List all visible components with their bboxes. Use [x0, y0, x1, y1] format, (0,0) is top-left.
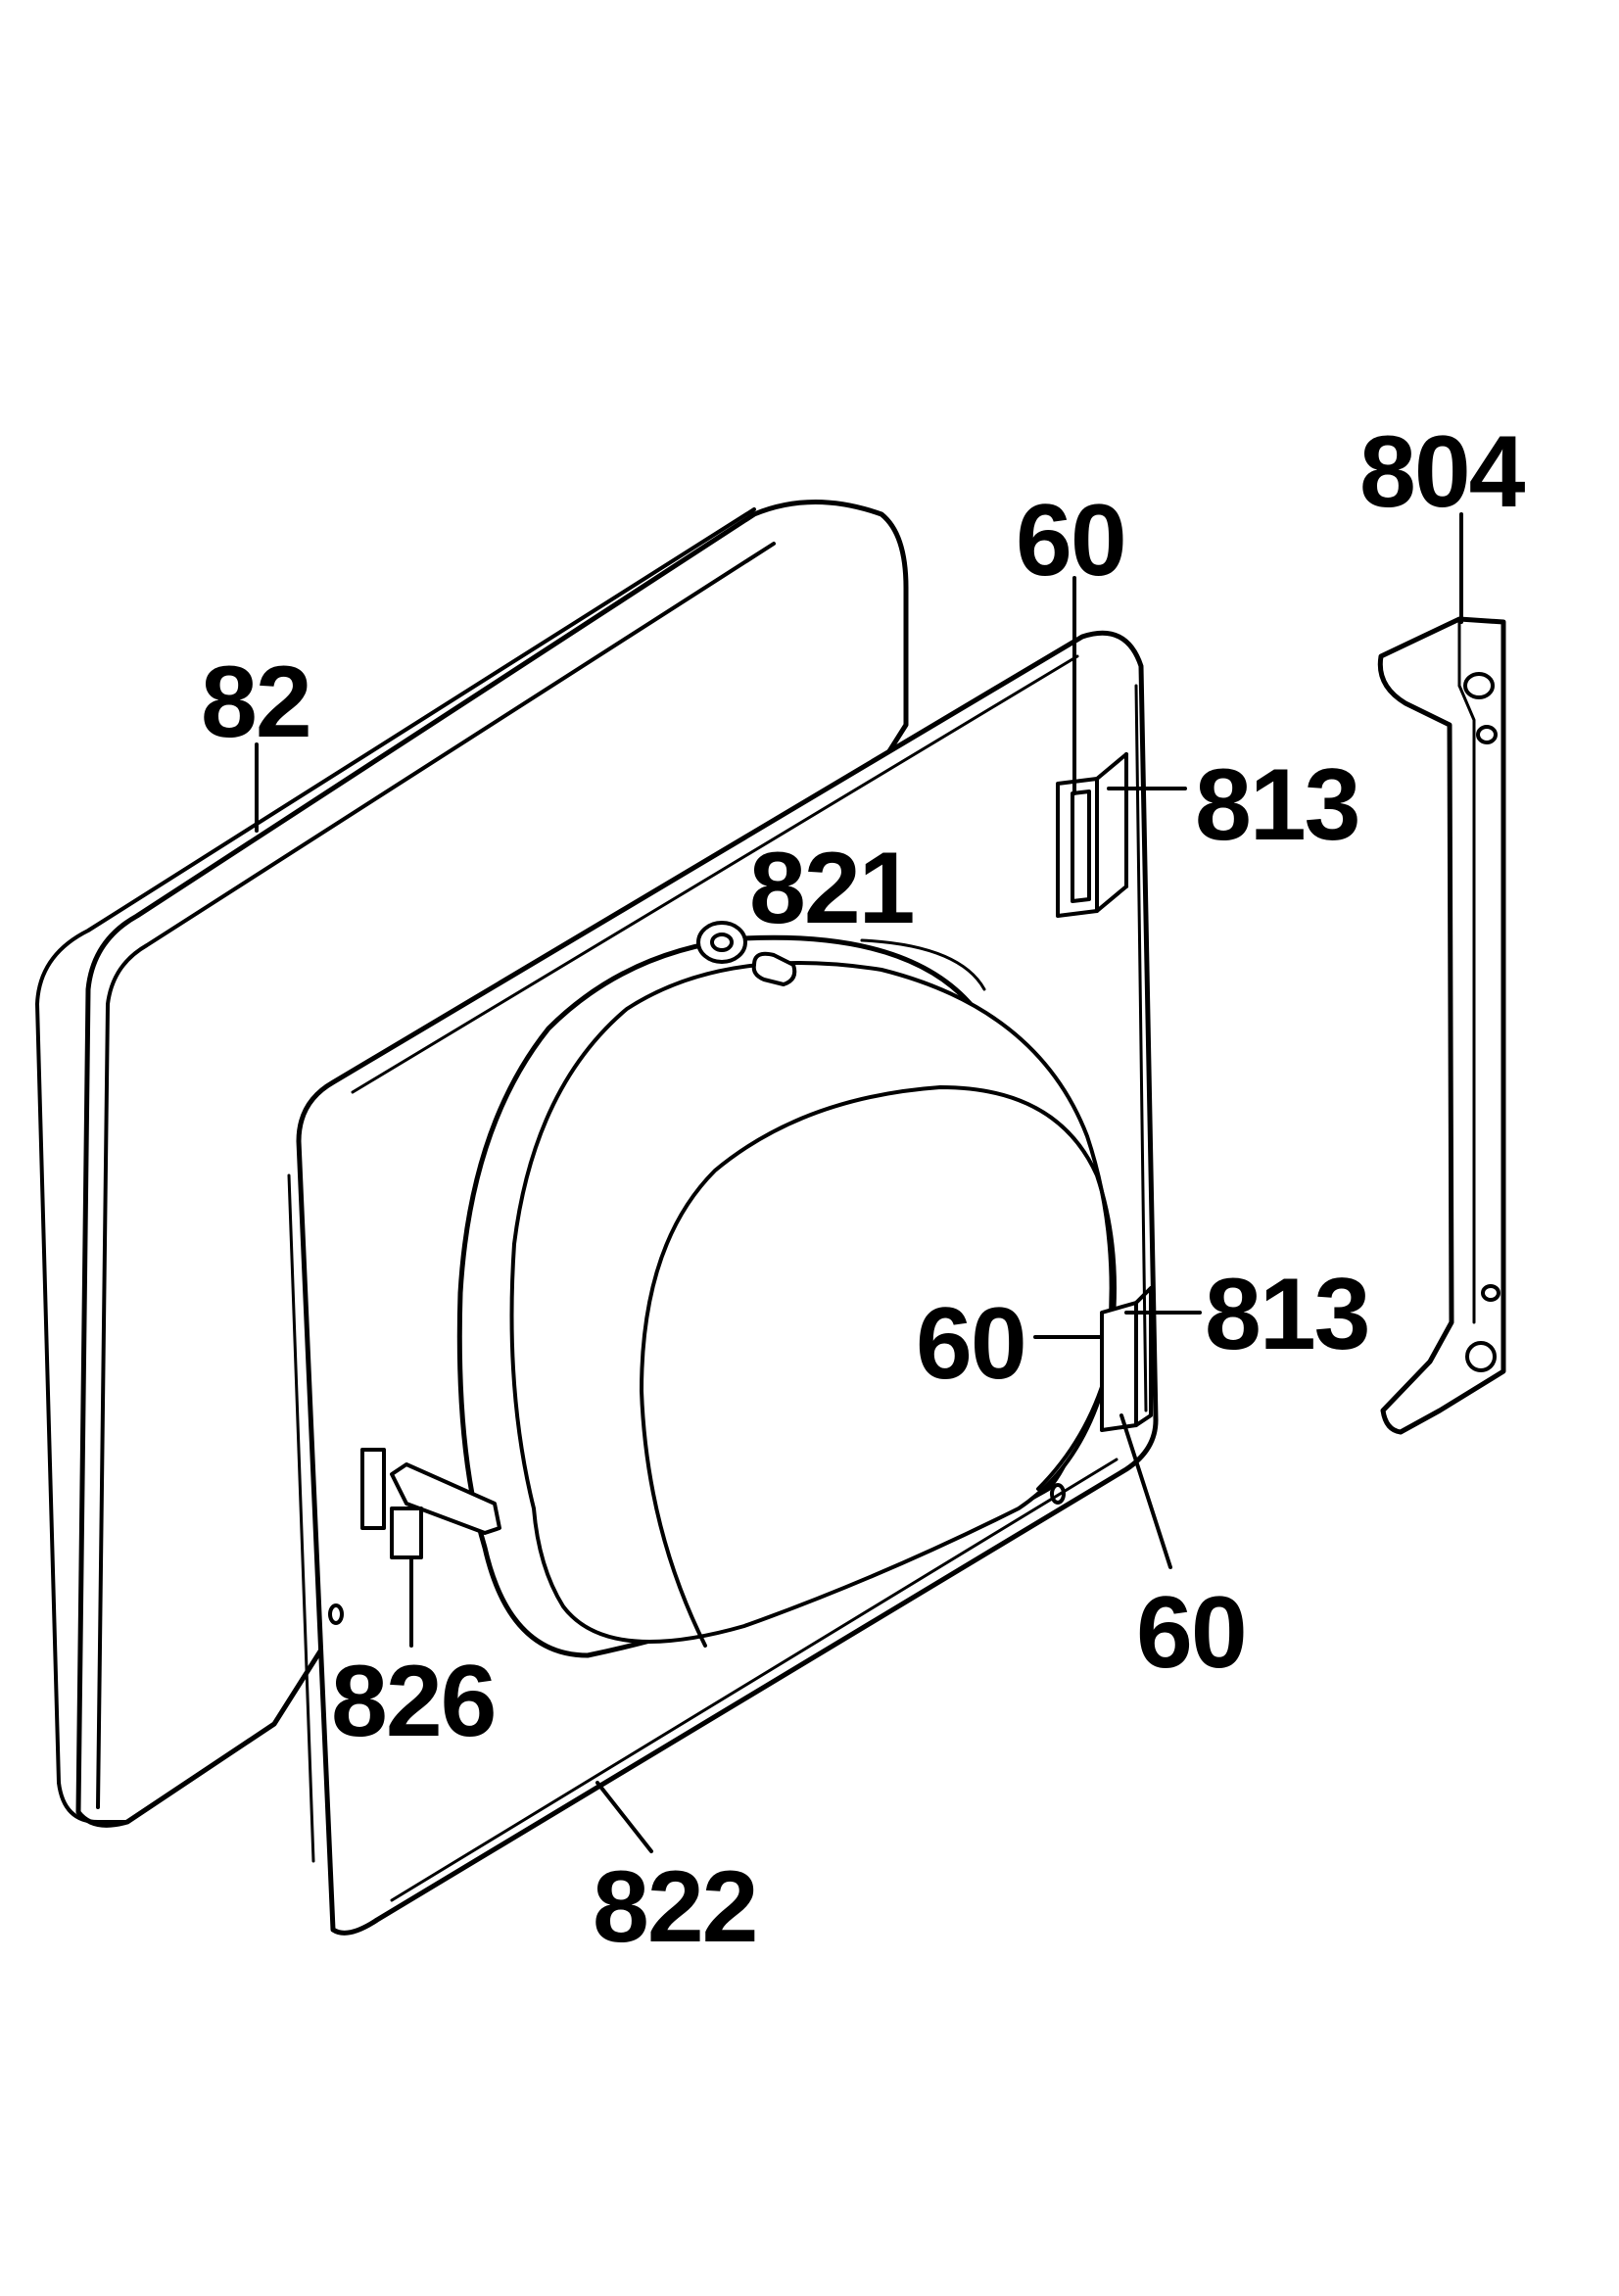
hinge-bracket — [1377, 616, 1506, 1435]
leader-lines — [255, 512, 1463, 1853]
label-60-low: 60 — [1136, 1576, 1248, 1690]
lock-mechanism — [328, 1448, 501, 1625]
leader-60-low — [1119, 1413, 1172, 1569]
leader-822 — [595, 1781, 653, 1853]
label-826: 826 — [331, 1645, 498, 1758]
label-82: 82 — [201, 646, 312, 759]
label-822: 822 — [593, 1850, 759, 1964]
label-821: 821 — [749, 832, 916, 945]
label-804: 804 — [1359, 415, 1526, 529]
label-60-top: 60 — [1016, 484, 1127, 598]
hinge-cutout-top — [1056, 752, 1128, 918]
label-813-bottom: 813 — [1205, 1258, 1371, 1371]
label-813-top: 813 — [1195, 748, 1361, 862]
porthole-window — [456, 934, 1117, 1658]
label-60-mid: 60 — [916, 1287, 1027, 1401]
hinge-cutout-bottom — [1050, 1286, 1153, 1505]
latch-pin — [696, 921, 797, 986]
